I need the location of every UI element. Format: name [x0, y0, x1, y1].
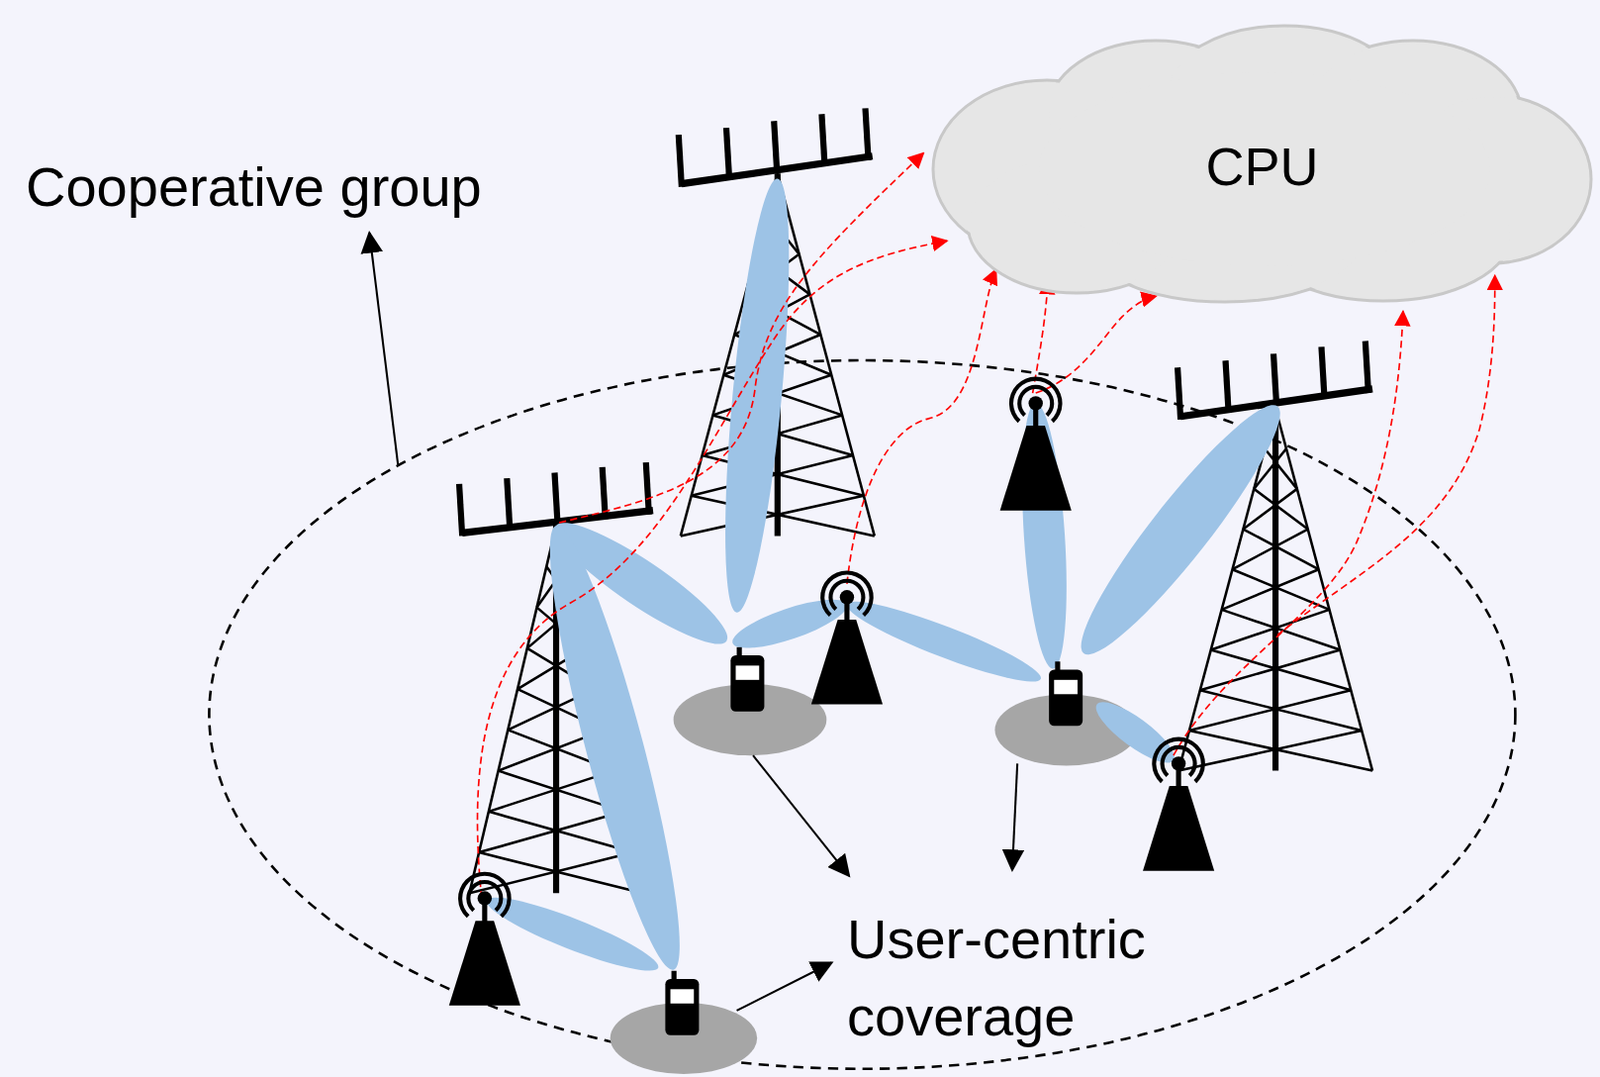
- phone: [730, 647, 764, 712]
- fronthaul-links: [477, 153, 1496, 899]
- antenna-array: [678, 107, 873, 187]
- user-phones: [664, 647, 1083, 1036]
- beam: [1060, 388, 1300, 671]
- fronthaul-link: [559, 153, 924, 523]
- antenna-array: [459, 462, 654, 536]
- fronthaul-link: [1033, 280, 1048, 393]
- fronthaul-link: [477, 240, 947, 898]
- node-label: CPU: [1205, 129, 1318, 196]
- leader-arrow: [752, 754, 849, 876]
- access-point: [1142, 737, 1215, 871]
- fronthaul-link: [847, 269, 997, 584]
- cloud-node: CPU: [928, 20, 1597, 306]
- beam: [712, 176, 803, 615]
- fronthaul-link: [1173, 311, 1404, 756]
- access-point: [1000, 376, 1072, 511]
- access-point: [449, 871, 521, 1006]
- access-point: [811, 569, 883, 704]
- leader-arrow: [369, 232, 398, 465]
- leader-arrow: [1012, 762, 1018, 869]
- beam: [528, 518, 701, 977]
- annotation-label: Cooperative group: [25, 148, 482, 226]
- leader-arrow: [737, 961, 833, 1010]
- cooperative-group-outline: [208, 360, 1515, 1069]
- annotation-label: User-centric coverage: [847, 900, 1233, 1056]
- phone: [664, 970, 699, 1036]
- fronthaul-link: [1277, 275, 1496, 635]
- phone: [1048, 660, 1083, 726]
- beam: [1088, 692, 1182, 772]
- leader-arrows: [369, 232, 1018, 1011]
- fronthaul-link: [1035, 295, 1157, 393]
